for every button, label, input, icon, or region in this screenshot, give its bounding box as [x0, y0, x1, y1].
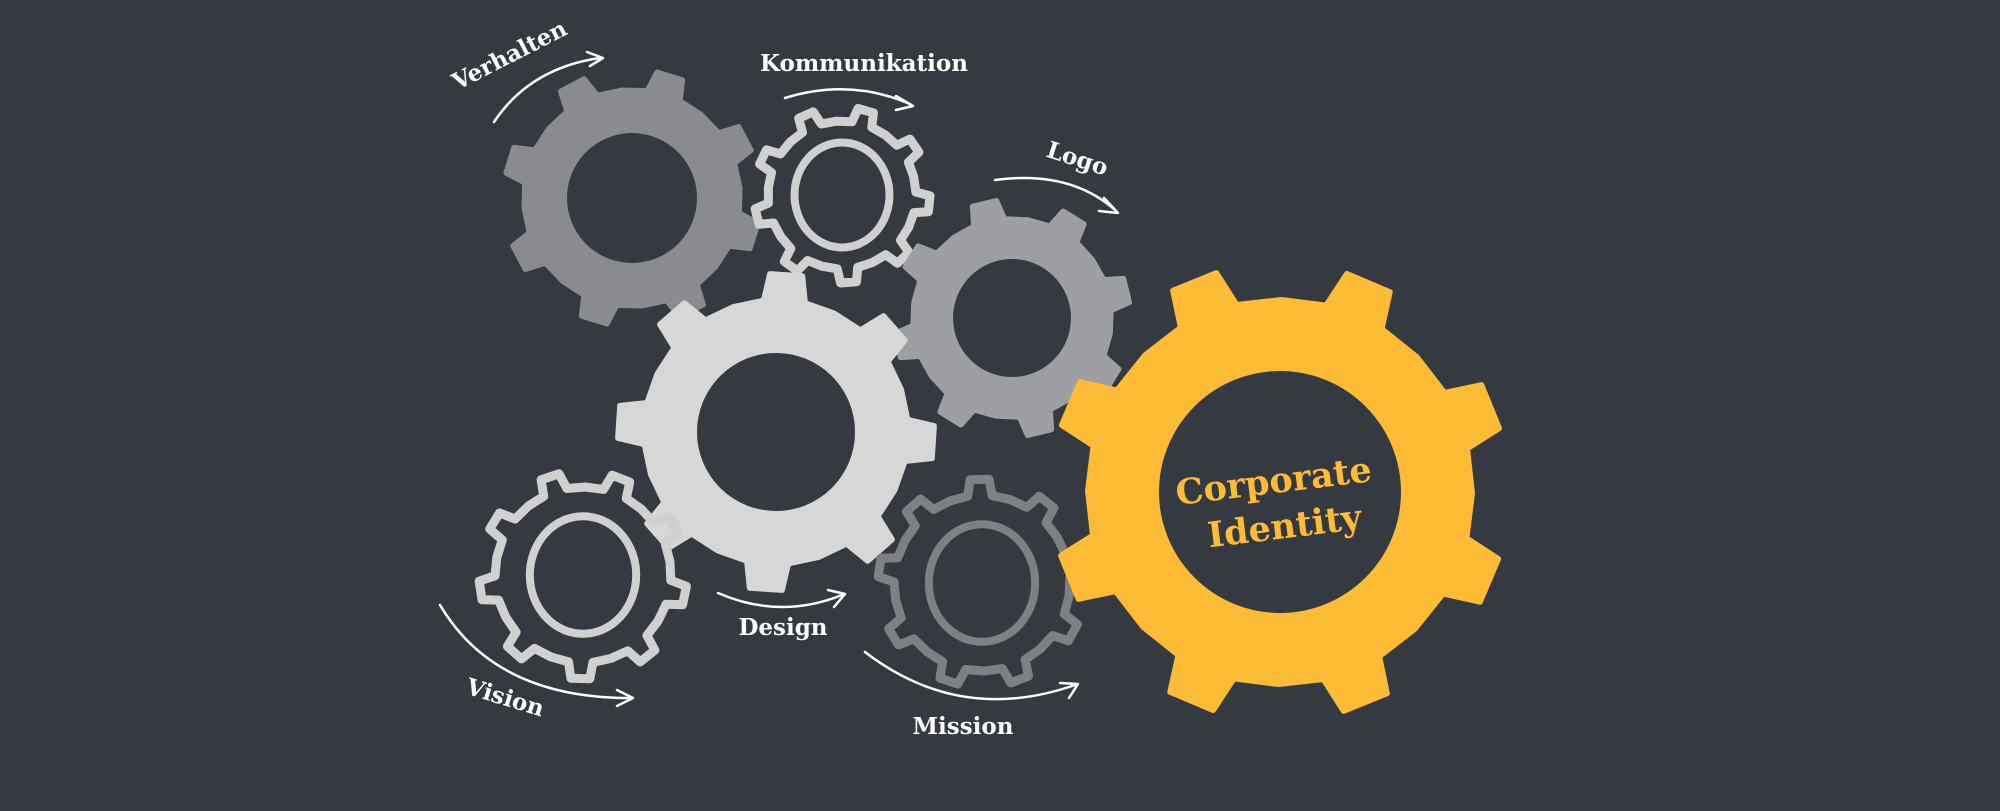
verhalten-gear-body — [503, 69, 761, 327]
vision-arrowhead — [615, 688, 635, 708]
kommunikation-arrow — [783, 88, 912, 106]
design-arrowhead — [826, 588, 847, 609]
verhalten-arrowhead — [585, 50, 605, 68]
design-gear-body — [615, 271, 937, 593]
verhalten-gear — [503, 69, 761, 327]
logo-gear — [892, 198, 1132, 438]
mission-label: Mission — [913, 713, 1014, 740]
logo-gear-body — [892, 198, 1132, 438]
vision-arrow — [438, 603, 632, 700]
mission-arrowhead — [1058, 681, 1080, 700]
kommunikation-label: Kommunikation — [760, 50, 968, 77]
logo-arrowhead — [1097, 196, 1120, 215]
mission-arrow — [863, 650, 1077, 701]
mission-gear — [873, 474, 1090, 689]
mission-gear-hole — [924, 520, 1040, 646]
corporate-identity-gear-body — [1058, 270, 1502, 714]
vision-gear-hole — [525, 512, 641, 638]
kommunikation-gear-hole — [790, 138, 894, 252]
vision-gear — [474, 469, 691, 684]
verhalten-arrow — [492, 56, 602, 124]
corporate-identity-gear — [1058, 270, 1502, 714]
kommunikation-gear — [750, 104, 935, 288]
mission-gear-outline — [873, 474, 1090, 689]
kommunikation-gear-outline — [750, 104, 935, 288]
logo-arrow — [993, 176, 1117, 212]
design-gear — [615, 271, 937, 593]
design-arrow — [716, 591, 844, 609]
vision-gear-outline — [474, 469, 691, 684]
design-label: Design — [738, 614, 827, 641]
kommunikation-arrowhead — [894, 94, 915, 112]
arrows-layer — [438, 50, 1120, 708]
gears-layer — [474, 69, 1502, 714]
